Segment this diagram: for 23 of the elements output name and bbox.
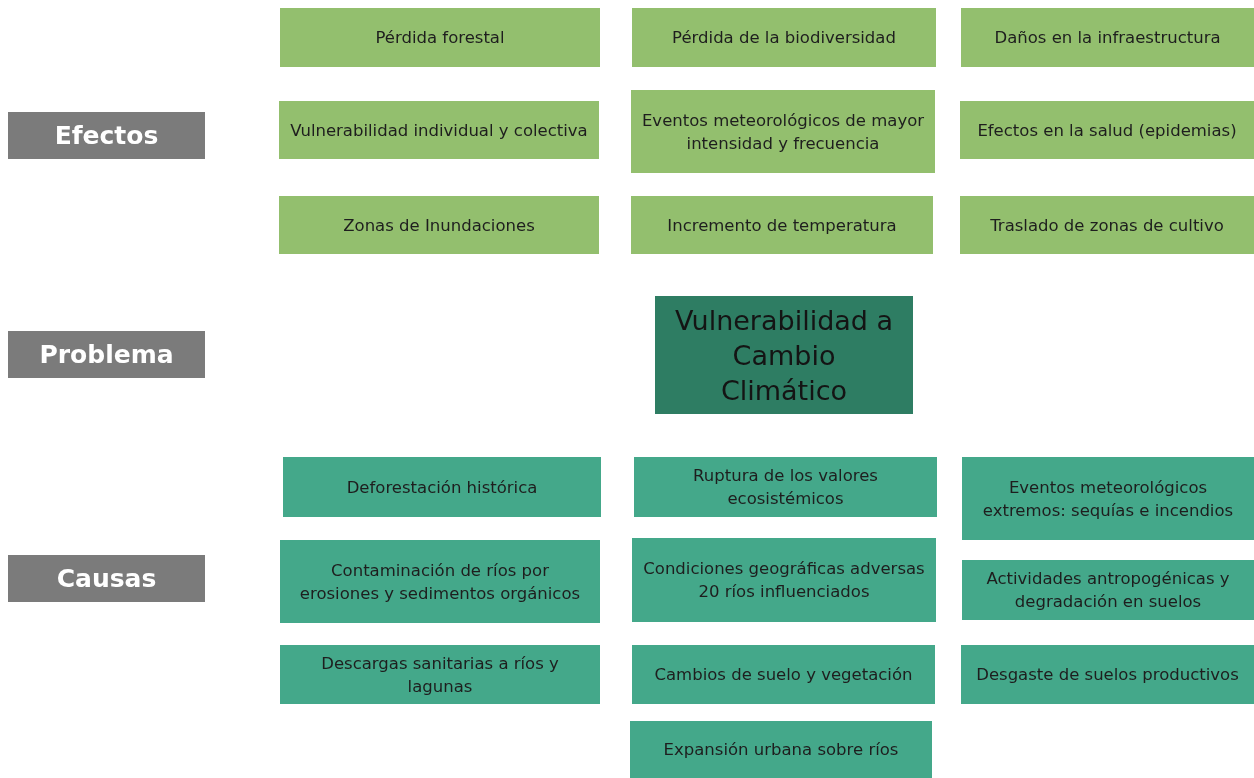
cause-box: Desgaste de suelos productivos — [961, 645, 1254, 704]
section-label-box: Efectos — [8, 112, 205, 159]
cause-box: Expansión urbana sobre ríos — [630, 721, 932, 778]
effect-box: Eventos meteorológicos de mayor intensidad y frecuencia — [631, 90, 935, 173]
problem-box: Vulnerabilidad a Cambio Climático — [655, 296, 913, 414]
effect-box: Traslado de zonas de cultivo — [960, 196, 1254, 254]
effect-box: Pérdida de la biodiversidad — [632, 8, 936, 67]
cause-box: Ruptura de los valores ecosistémicos — [634, 457, 937, 517]
effect-box: Zonas de Inundaciones — [279, 196, 599, 254]
cause-box: Deforestación histórica — [283, 457, 601, 517]
effect-box: Pérdida forestal — [280, 8, 600, 67]
effect-box: Vulnerabilidad individual y colectiva — [279, 101, 599, 159]
effect-box: Incremento de temperatura — [631, 196, 933, 254]
effect-box: Daños en la infraestructura — [961, 8, 1254, 67]
cause-box: Condiciones geográficas adversas 20 ríos influenciados — [632, 538, 936, 622]
cause-box: Cambios de suelo y vegetación — [632, 645, 935, 704]
cause-box: Actividades antropogénicas y degradación en suelos — [962, 560, 1254, 620]
section-label-box: Causas — [8, 555, 205, 602]
section-label-box: Problema — [8, 331, 205, 378]
cause-box: Descargas sanitarias a ríos y lagunas — [280, 645, 600, 704]
cause-box: Contaminación de ríos por erosiones y sedimentos orgánicos — [280, 540, 600, 623]
cause-box: Eventos meteorológicos extremos: sequías e incendios — [962, 457, 1254, 540]
effect-box: Efectos en la salud (epidemias) — [960, 101, 1254, 159]
